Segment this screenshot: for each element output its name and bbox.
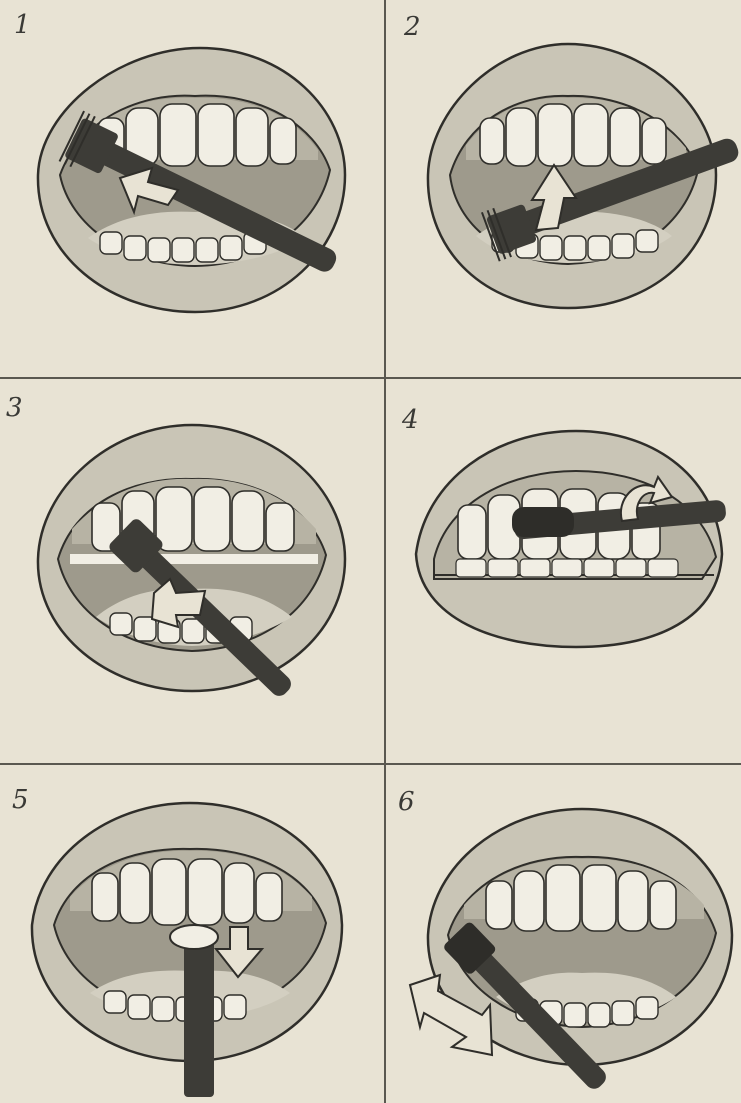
step-panel-5: 5 (0, 765, 384, 1103)
step-panel-6: 6 (386, 765, 741, 1103)
mouth-inner-lower-teeth-brush-icon (0, 379, 384, 763)
step-panel-1: 1 (0, 0, 384, 377)
mouth-tongue-brush-icon (386, 765, 741, 1103)
step-panel-4: 4 (386, 379, 741, 763)
mouth-chewing-surface-brush-icon (386, 379, 741, 763)
mouth-outer-upper-teeth-brush-icon (0, 0, 384, 377)
mouth-inner-front-teeth-brush-icon (0, 765, 384, 1103)
step-panel-2: 2 (386, 0, 741, 377)
mouth-outer-lower-teeth-brush-icon (386, 0, 741, 377)
step-panel-3: 3 (0, 379, 384, 763)
